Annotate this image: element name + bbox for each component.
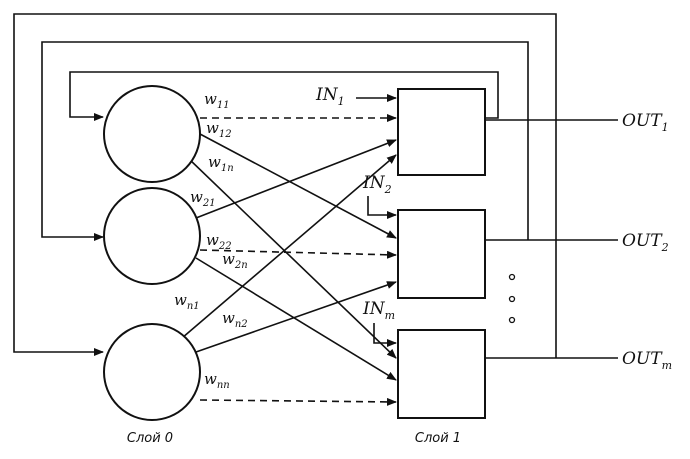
layer0-caption: Слой 0 (127, 431, 173, 446)
layer1-neuron-m (397, 329, 486, 419)
output-label-1: OUT1 (622, 111, 669, 134)
feedback-loop-out1 (69, 71, 499, 121)
ellipsis-dot (508, 273, 516, 281)
input-label-1: IN1 (315, 85, 345, 108)
layer1-neuron-2 (397, 209, 486, 299)
layer1-neuron-1 (397, 88, 486, 176)
weight-label-w11: w11 (204, 90, 230, 111)
layer0-node-1 (103, 85, 201, 183)
ellipsis-dot (508, 316, 516, 324)
connection-w22 (199, 249, 397, 259)
feedback-loop-outm (13, 13, 557, 358)
weight-label-wn2: wn2 (222, 309, 248, 330)
input-label-m: INm (362, 299, 395, 322)
weight-label-wn1: wn1 (174, 291, 200, 312)
layer0-node-n (103, 323, 201, 421)
output-label-2: OUT2 (622, 231, 669, 254)
weight-label-w22: w22 (206, 231, 232, 252)
weight-label-w1n: w1n (208, 153, 234, 174)
input-line-m (373, 323, 397, 347)
ellipsis-dot (508, 295, 516, 303)
connection-w21 (195, 139, 397, 219)
connection-wnn (199, 397, 397, 406)
input-label-2: IN2 (362, 173, 392, 196)
weight-label-w21: w21 (190, 188, 216, 209)
output-label-m: OUTm (622, 349, 672, 372)
weight-label-wnn: wnn (204, 370, 230, 391)
weight-label-w12: w12 (206, 119, 232, 140)
connection-w2n (195, 257, 397, 381)
connection-w1n (187, 157, 397, 359)
weight-label-w2n: w2n (222, 250, 248, 271)
layer1-caption: Слой 1 (415, 431, 461, 446)
layer0-node-2 (103, 187, 201, 285)
feedback-loop-out2 (41, 41, 529, 241)
connection-wn2 (195, 281, 397, 353)
connection-w12 (199, 133, 397, 239)
input-line-2 (367, 196, 397, 219)
connection-wn1 (181, 154, 397, 339)
